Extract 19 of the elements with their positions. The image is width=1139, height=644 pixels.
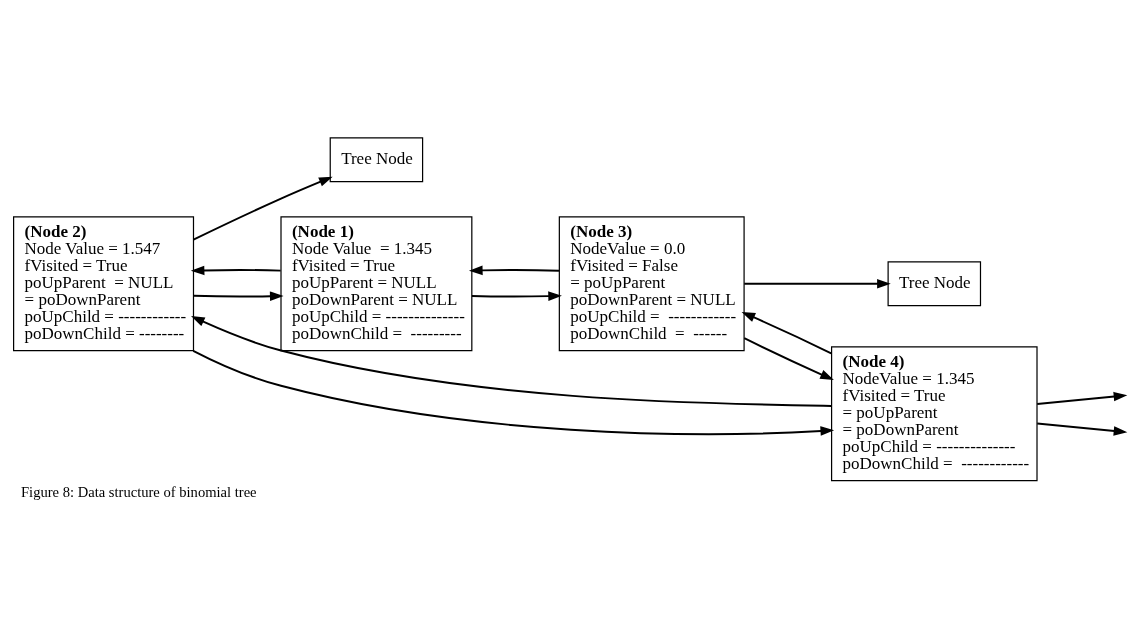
arrow — [191, 316, 833, 407]
node-box: (Node 3) NodeValue = 0.0 fVisited = False = poUpParent poDownParent = NULL poUpChild = ------------ poDownChild = ------ — [558, 216, 745, 352]
arrow — [741, 312, 833, 355]
arrow — [192, 176, 333, 241]
node-box: (Node 4) NodeValue = 1.345 fVisited = True = poUpParent = poDownParent poUpChild = -------------- poDownChild = ------------ — [831, 346, 1038, 482]
node-box: (Node 2) Node Value = 1.547 fVisited = True poUpParent = NULL = poDownParent poUpChild = ------------ poDownChild = -------- — [13, 216, 195, 352]
arrow — [468, 265, 560, 276]
arrow — [743, 278, 891, 289]
arrow — [743, 337, 834, 380]
arrow — [192, 291, 284, 301]
arrow — [192, 349, 835, 436]
arrow — [470, 291, 562, 301]
node-box: (Node 1) Node Value = 1.345 fVisited = True poUpParent = NULL poDownParent = NULL poUpChild = -------------- poDownChild = --------- — [280, 216, 473, 352]
node-box: Tree Node — [887, 261, 982, 307]
node-box: Tree Node — [329, 137, 424, 183]
caption: Figure 8: Data structure of binomial tree — [20, 484, 257, 501]
arrow — [1036, 422, 1128, 436]
arrow — [1036, 391, 1128, 405]
arrow — [190, 265, 282, 276]
